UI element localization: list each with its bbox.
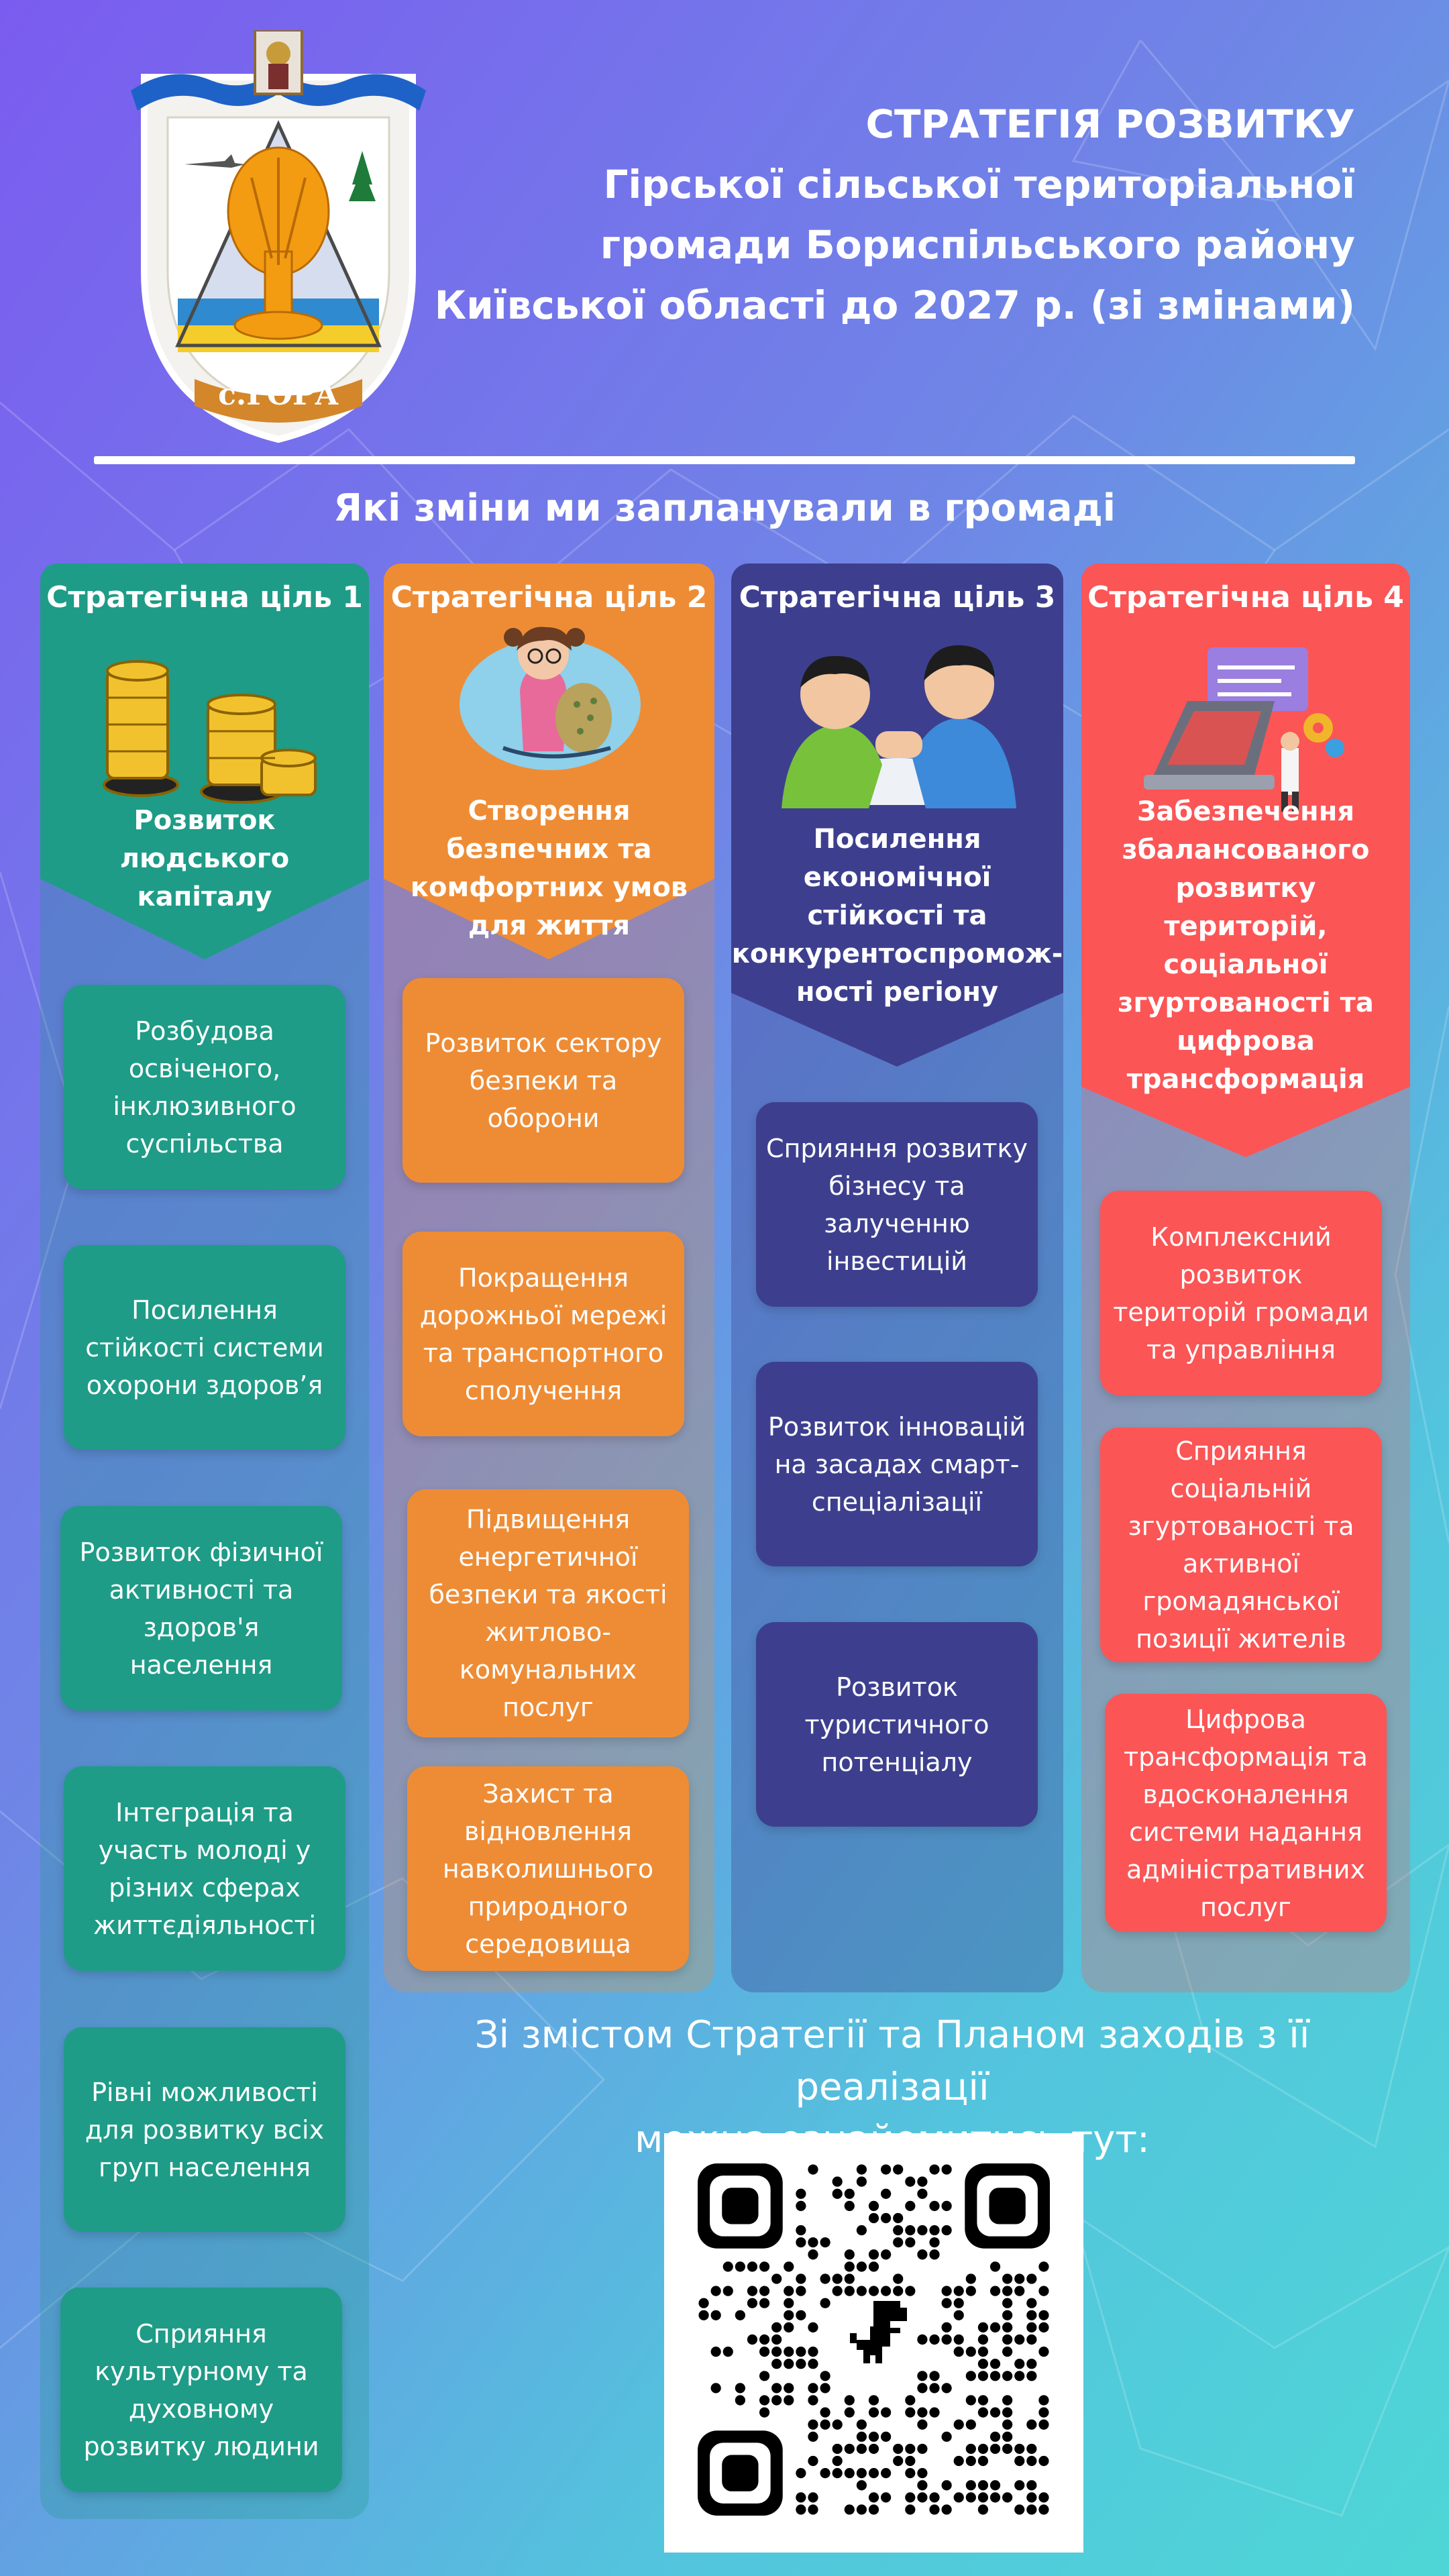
goal-1-item: Сприяння культурному та духовному розвит… [60, 2288, 342, 2492]
goal-4-item: Цифрова трансформація та вдосконалення с… [1105, 1694, 1387, 1932]
goal-3-item: Сприяння розвитку бізнесу та залученню і… [756, 1102, 1038, 1307]
goal-2-item: Покращення дорожньої мережі та транспорт… [402, 1232, 684, 1436]
community-crest: с.ГОРА [131, 30, 426, 443]
goal-2-item: Розвиток сектору безпеки та оборони [402, 978, 684, 1183]
strategy-title: СТРАТЕГІЯ РОЗВИТКУ Гірської сільської те… [349, 94, 1355, 335]
arm-wrestling-illustration [782, 645, 1016, 808]
coins-illustration [103, 660, 317, 804]
title-line: Гірської сільської територіальної [603, 162, 1355, 207]
goal-1-item: Розбудова освіченого, інклюзивного суспі… [64, 985, 345, 1189]
goal-3-item: Розвиток інновацій на засадах смарт-спец… [756, 1362, 1038, 1566]
goal-2-tag: Стратегічна ціль 2 [384, 564, 714, 631]
divider [94, 456, 1355, 464]
digital-laptop-illustration [1144, 647, 1344, 812]
goal-1-item: Посилення стійкості системи охорони здор… [64, 1245, 345, 1450]
goal-1-item: Інтеграція та участь молоді у різних сфе… [64, 1766, 345, 1971]
goal-1-item: Рівні можливості для розвитку всіх груп … [64, 2027, 345, 2232]
crest-lettering: с.ГОРА [218, 378, 339, 412]
girl-illustration [460, 627, 641, 770]
goal-2-item: Підвищення енергетичної безпеки та якост… [407, 1489, 689, 1737]
goal-4-item: Комплексний розвиток територій громади т… [1100, 1191, 1382, 1395]
title-line: громади Бориспільського району [600, 222, 1355, 268]
section-heading: Які зміни ми запланували в громаді [333, 486, 1116, 530]
goal-1-tag: Стратегічна ціль 1 [40, 564, 369, 631]
title-line: СТРАТЕГІЯ РОЗВИТКУ [865, 101, 1355, 147]
qr-code[interactable] [698, 2163, 1050, 2516]
goal-3-item: Розвиток туристичного потенціалу [756, 1622, 1038, 1827]
goal-4-header [1081, 564, 1410, 1157]
info-line: Зі змістом Стратегії та Планом заходів з… [474, 2013, 1310, 2109]
goal-4-name: Забезпечення збалансованого розвитку тер… [1118, 796, 1374, 1095]
goal-3-tag: Стратегічна ціль 3 [731, 564, 1063, 631]
title-line: Київської області до 2027 р. (зі змінами… [434, 282, 1355, 328]
goal-2-item: Захист та відновлення навколишнього прир… [407, 1766, 689, 1971]
goal-3-name: Посилення економічної стійкості та конку… [731, 823, 1063, 1008]
goal-1-item: Розвиток фізичної активності та здоров'я… [60, 1506, 342, 1711]
goal-4-tag: Стратегічна ціль 4 [1081, 564, 1410, 631]
goal-2-name: Створення безпечних та комфортних умов д… [410, 796, 688, 941]
goal-1-name: Розвиток людського капіталу [119, 804, 290, 912]
goal-4-item: Сприяння соціальній згуртованості та акт… [1100, 1428, 1382, 1662]
